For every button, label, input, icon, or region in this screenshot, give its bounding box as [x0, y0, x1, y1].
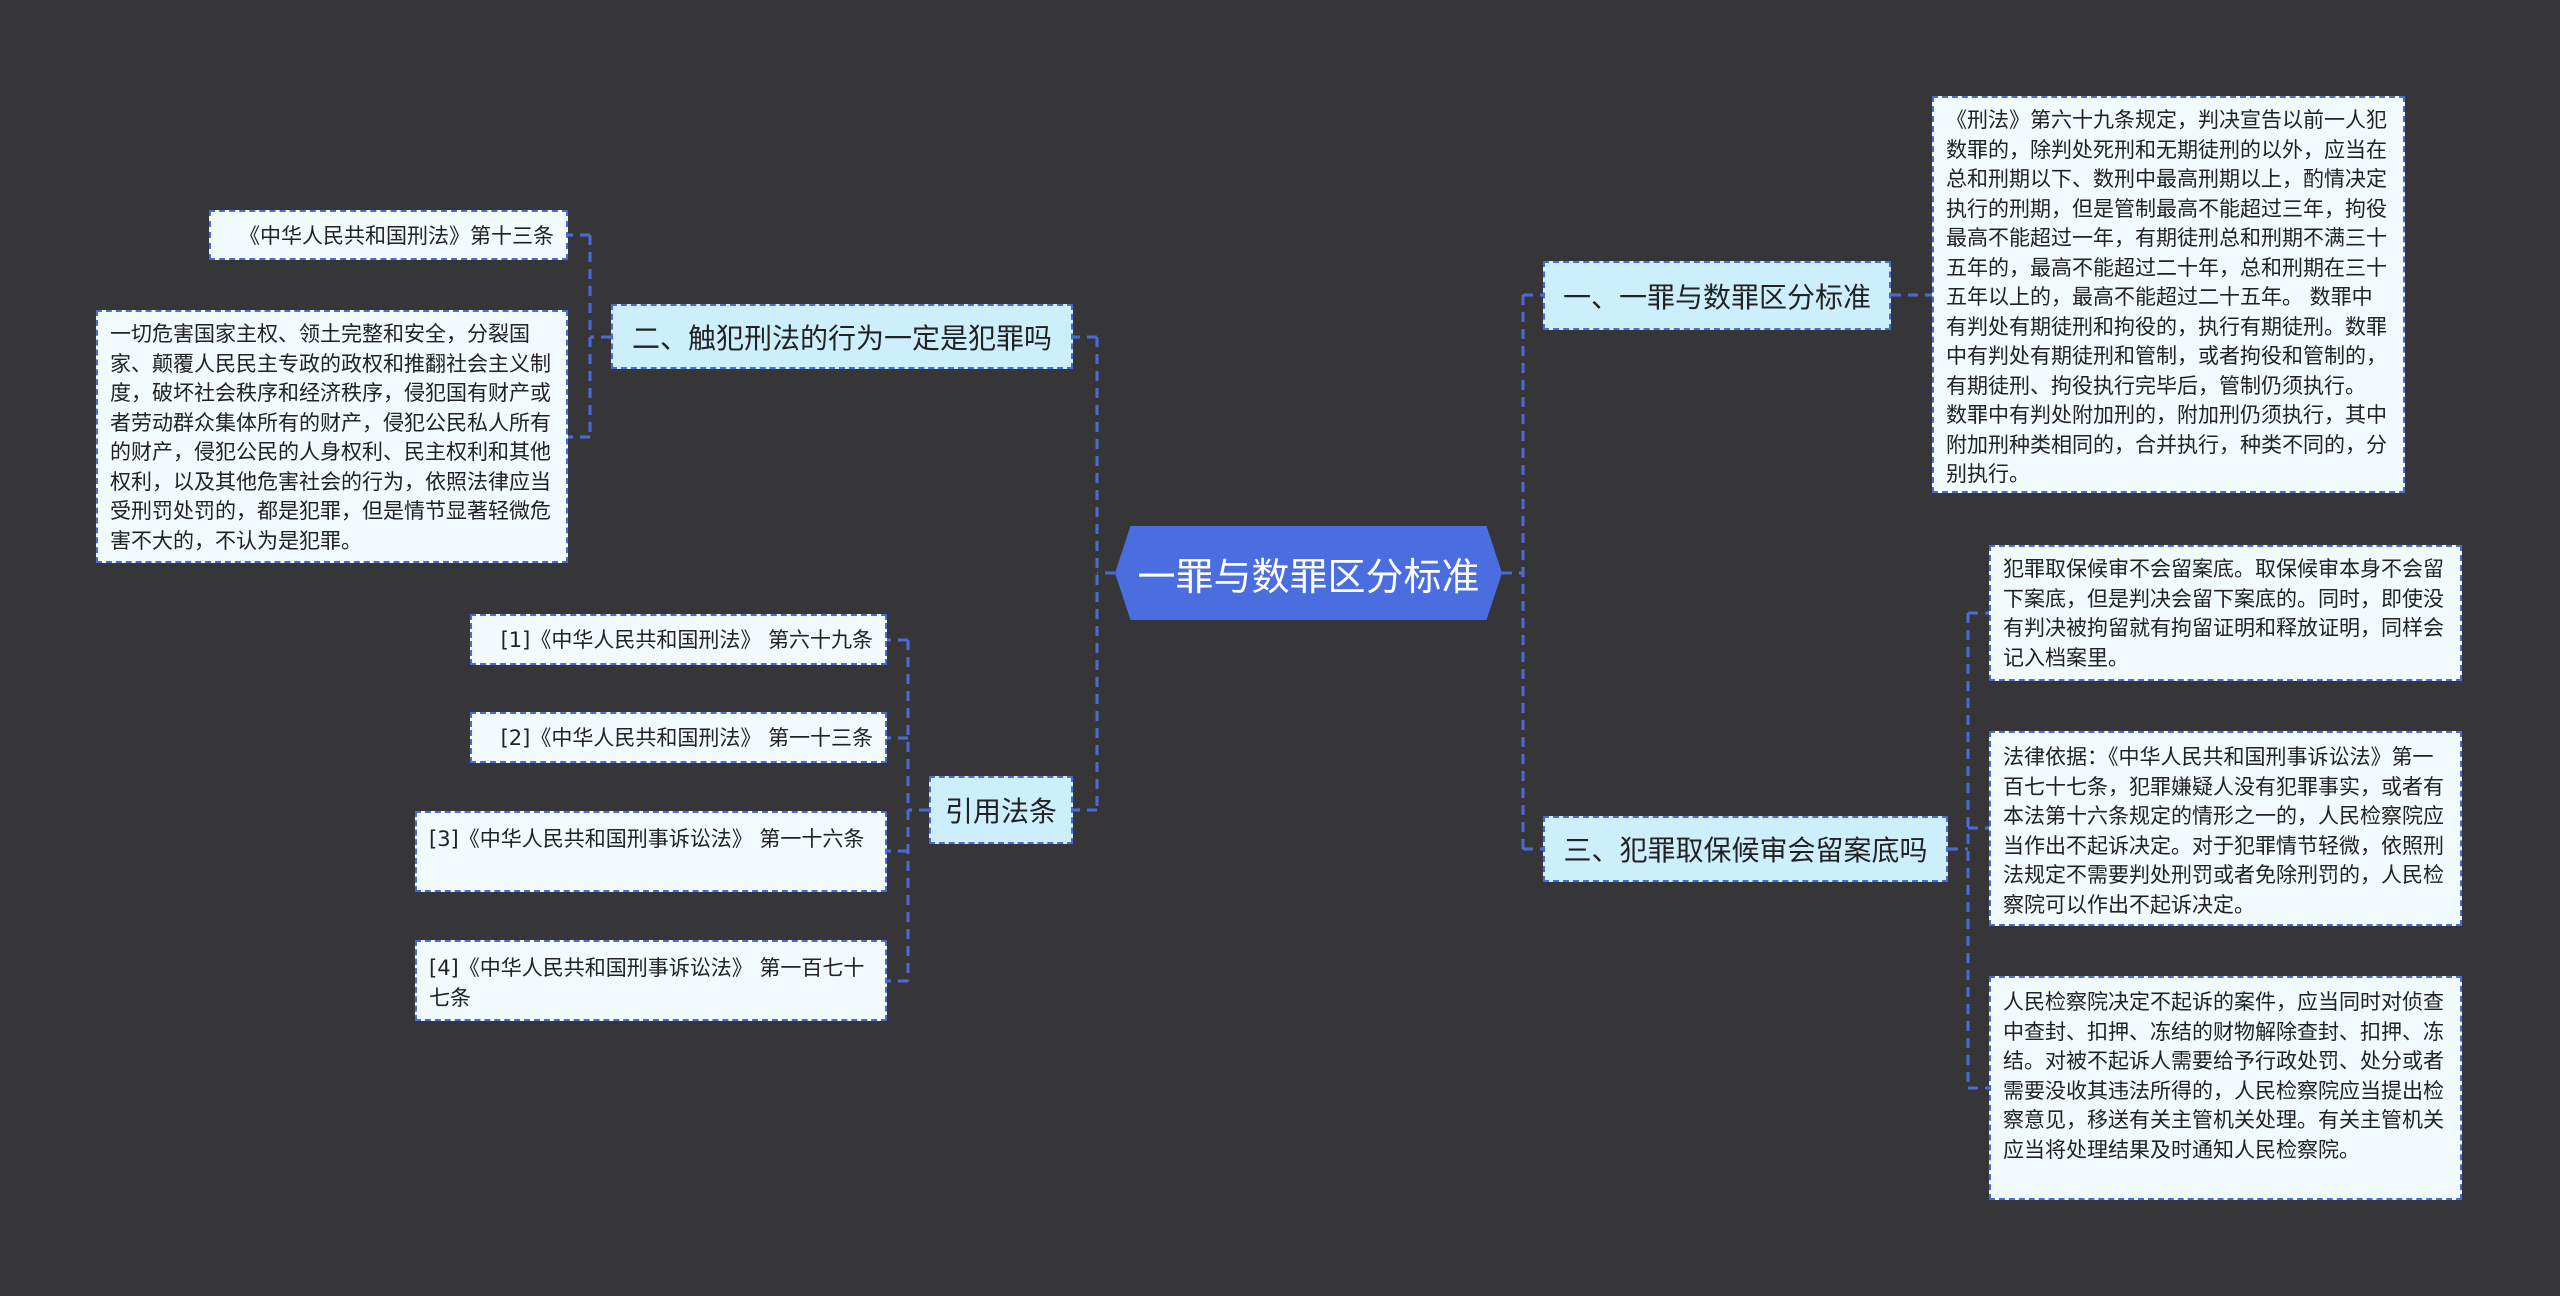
branch-yizui-shuzui[interactable]: 一、一罪与数罪区分标准 [1543, 261, 1891, 330]
branch-label: 一、一罪与数罪区分标准 [1562, 280, 1871, 314]
leaf-non-prosecution[interactable]: 人民检察院决定不起诉的案件，应当同时对侦查中查封、扣押、冻结的财物解除查封、扣押… [1989, 976, 2462, 1200]
leaf-xingfa-13-text[interactable]: 一切危害国家主权、领土完整和安全，分裂国家、颠覆人民民主专政的政权和推翻社会主义… [96, 310, 568, 563]
branch-fanzui-judgement[interactable]: 二、触犯刑法的行为一定是犯罪吗 [611, 304, 1073, 369]
leaf-legal-basis[interactable]: 法律依据：《中华人民共和国刑事诉讼法》第一百七十七条，犯罪嫌疑人没有犯罪事实，或… [1989, 731, 2462, 926]
leaf-text: 《刑法》第六十九条规定，判决宣告以前一人犯数罪的，除判处死刑和无期徒刑的以外，应… [1946, 108, 2387, 486]
leaf-text: 《中华人民共和国刑法》第十三条 [239, 224, 554, 248]
ref-item-3[interactable]: [3]《中华人民共和国刑事诉讼法》 第一十六条 [415, 811, 887, 892]
leaf-qubao-answer[interactable]: 犯罪取保候审不会留案底。取保候审本身不会留下案底，但是判决会留下案底的。同时，即… [1989, 545, 2462, 681]
ref-item-2[interactable]: [2]《中华人民共和国刑法》 第一十三条 [470, 712, 887, 763]
ref-text: [4]《中华人民共和国刑事诉讼法》 第一百七十七条 [429, 956, 865, 1010]
root-topic[interactable]: 一罪与数罪区分标准 [1115, 526, 1502, 620]
branch-label: 二、触犯刑法的行为一定是犯罪吗 [631, 321, 1052, 355]
leaf-text: 犯罪取保候审不会留案底。取保候审本身不会留下案底，但是判决会留下案底的。同时，即… [2003, 557, 2444, 670]
root-topic-label: 一罪与数罪区分标准 [1137, 554, 1480, 599]
ref-item-4[interactable]: [4]《中华人民共和国刑事诉讼法》 第一百七十七条 [415, 940, 887, 1021]
ref-text: [1]《中华人民共和国刑法》 第六十九条 [500, 628, 873, 652]
ref-text: [3]《中华人民共和国刑事诉讼法》 第一十六条 [429, 827, 865, 851]
ref-item-1[interactable]: [1]《中华人民共和国刑法》 第六十九条 [470, 614, 887, 665]
branch-qubao-houshen[interactable]: 三、犯罪取保候审会留案底吗 [1543, 816, 1948, 882]
leaf-xingfa-69[interactable]: 《刑法》第六十九条规定，判决宣告以前一人犯数罪的，除判处死刑和无期徒刑的以外，应… [1932, 96, 2405, 493]
ref-text: [2]《中华人民共和国刑法》 第一十三条 [500, 726, 873, 750]
leaf-xingfa-13-title[interactable]: 《中华人民共和国刑法》第十三条 [209, 210, 568, 260]
branch-label: 引用法条 [944, 795, 1057, 828]
branch-cited-laws[interactable]: 引用法条 [929, 776, 1073, 844]
leaf-text: 法律依据：《中华人民共和国刑事诉讼法》第一百七十七条，犯罪嫌疑人没有犯罪事实，或… [2003, 745, 2444, 917]
leaf-text: 一切危害国家主权、领土完整和安全，分裂国家、颠覆人民民主专政的政权和推翻社会主义… [110, 322, 551, 553]
branch-label: 三、犯罪取保候审会留案底吗 [1563, 834, 1928, 867]
leaf-text: 人民检察院决定不起诉的案件，应当同时对侦查中查封、扣押、冻结的财物解除查封、扣押… [2003, 990, 2444, 1162]
